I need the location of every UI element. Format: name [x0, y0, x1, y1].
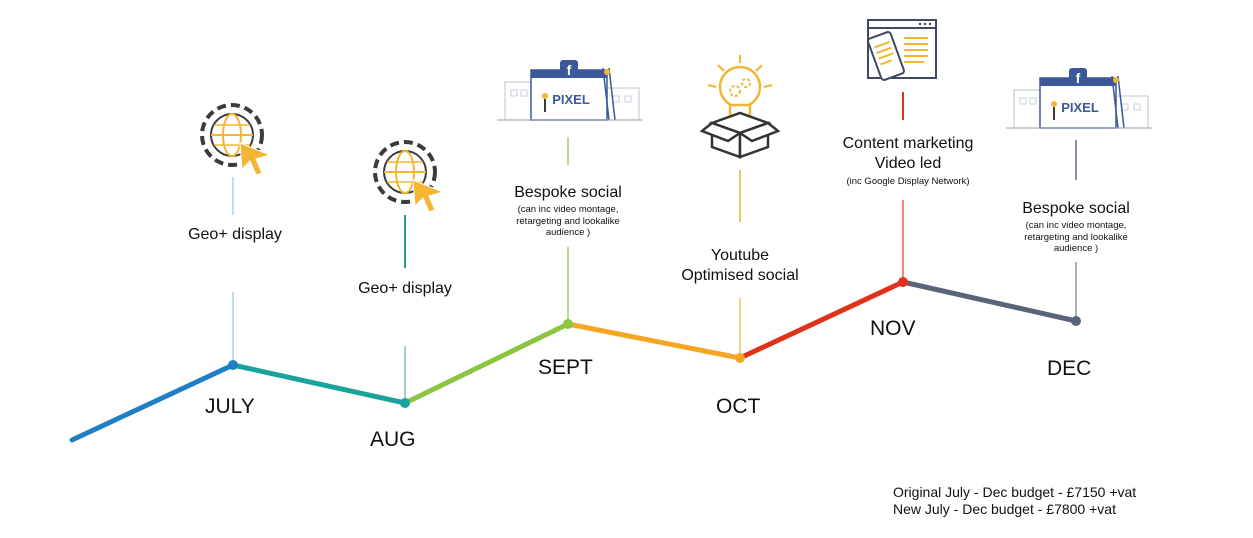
pixel-text: PIXEL — [552, 92, 590, 107]
node-aug — [400, 398, 410, 408]
activity-nov-title-line: Video led — [874, 155, 942, 172]
segment-aug-sep — [402, 321, 571, 406]
geo-display-icon — [200, 103, 272, 176]
pixel-text: PIXEL — [1061, 100, 1099, 115]
month-label-sep: SEPT — [538, 356, 593, 379]
node-oct — [735, 353, 745, 363]
activity-dec-note-line: audience ) — [1053, 243, 1099, 254]
month-label-nov: NOV — [870, 317, 916, 340]
segment-start — [69, 362, 236, 443]
month-label-oct: OCT — [716, 395, 761, 418]
budget-summary: Original July - Dec budget - £7150 +vat … — [893, 484, 1136, 518]
month-label-jul: JULY — [205, 395, 255, 418]
activity-jul-title: Geo+ display — [188, 226, 282, 243]
activity-oct-title-line: Youtube — [710, 247, 770, 264]
activity-dec-title: Bespoke social — [1022, 200, 1130, 217]
lightbulb-box-icon — [699, 55, 781, 159]
activity-oct-title-line: Optimised social — [681, 267, 799, 284]
segment-oct-nov — [737, 279, 906, 361]
facebook-pixel-icon: f PIXEL — [1006, 68, 1152, 129]
activity-sep-note-line: audience ) — [545, 227, 591, 238]
facebook-badge-text: f — [1076, 70, 1081, 86]
activity-nov-note: (inc Google Display Network) — [846, 176, 970, 187]
activity-sep-note: (can inc video montage, retargeting and … — [493, 204, 643, 239]
geo-display-icon — [373, 140, 445, 213]
facebook-pixel-icon: f PIXEL — [497, 60, 643, 121]
month-label-dec: DEC — [1047, 357, 1092, 380]
activity-dec-note-line: retargeting and lookalike — [1024, 231, 1128, 243]
devices-icon — [867, 19, 937, 81]
node-jul — [228, 360, 238, 370]
activity-sep-title: Bespoke social — [514, 184, 622, 201]
segment-sep-oct — [565, 321, 743, 361]
node-nov — [898, 277, 908, 287]
activity-nov-title-line: Content marketing — [842, 135, 974, 152]
activity-sep-note-line: (can inc video montage, — [517, 204, 619, 215]
activity-nov-title: Content marketing Video led — [818, 134, 998, 174]
segment-nov-dec — [900, 279, 1079, 324]
segment-jul-aug — [230, 362, 408, 406]
activity-oct-title: Youtube Optimised social — [660, 246, 820, 286]
activity-dec-note: (can inc video montage, retargeting and … — [1001, 220, 1151, 255]
budget-original: Original July - Dec budget - £7150 +vat — [893, 484, 1137, 500]
month-label-aug: AUG — [370, 428, 416, 451]
node-dec — [1071, 316, 1081, 326]
node-sep — [563, 319, 573, 329]
activity-aug-title: Geo+ display — [358, 280, 452, 297]
activity-sep-note-line: retargeting and lookalike — [516, 215, 620, 227]
facebook-badge-text: f — [567, 62, 572, 78]
activity-dec-note-line: (can inc video montage, — [1025, 220, 1127, 231]
budget-new: New July - Dec budget - £7800 +vat — [893, 501, 1116, 517]
